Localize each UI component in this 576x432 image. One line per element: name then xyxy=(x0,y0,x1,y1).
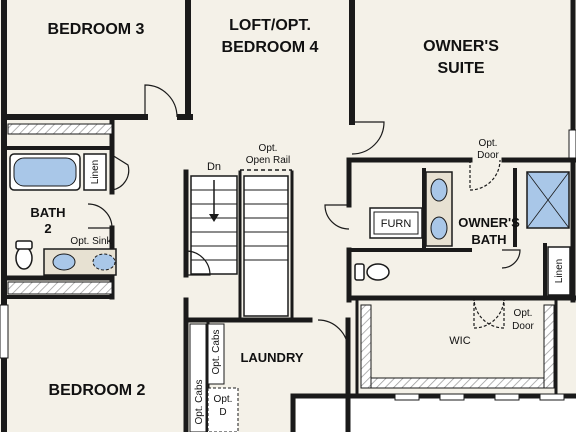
label-opt-d-line2: D xyxy=(219,407,226,418)
label-opt-door-wic-line1: Opt. xyxy=(514,308,533,319)
room-laundry: LAUNDRY xyxy=(240,350,303,365)
label-opt-open-rail-line1: Opt. xyxy=(259,143,278,154)
stair-down-arrow-icon xyxy=(209,214,219,222)
label-opt-sink: Opt. Sink xyxy=(70,236,112,247)
room-owners-suite-line1: OWNER'S xyxy=(423,38,499,55)
opt-dryer xyxy=(207,387,239,432)
opt-cabs-2 xyxy=(207,323,225,385)
room-labels: BEDROOM 3 LOFT/OPT. BEDROOM 4 OWNER'S SU… xyxy=(30,17,520,399)
label-linen-owners: Linen xyxy=(554,259,565,283)
label-opt-cabs-1: Opt. Cabs xyxy=(194,379,205,424)
linen-closet-owner xyxy=(547,246,571,296)
label-opt-d-line1: Opt. xyxy=(214,394,233,405)
label-opt-open-rail-line2: Open Rail xyxy=(246,155,290,166)
annotation-labels: Linen Linen Opt. Sink Dn Opt. Open Rail … xyxy=(70,138,565,425)
linen-closet-bath2 xyxy=(83,153,107,191)
label-opt-door-top-line2: Door xyxy=(477,150,499,161)
room-loft-line2: BEDROOM 4 xyxy=(222,39,319,56)
label-opt-cabs-2: Opt. Cabs xyxy=(211,329,222,374)
closet-shelves xyxy=(7,123,555,389)
toilet-owner xyxy=(366,263,390,281)
label-furn: FURN xyxy=(381,218,412,230)
label-stair-dn: Dn xyxy=(207,161,221,173)
doors xyxy=(87,84,521,351)
label-linen-bath2: Linen xyxy=(90,160,101,184)
room-owners-bath-line1: OWNER'S xyxy=(458,215,520,230)
toilet-bath2 xyxy=(15,246,33,270)
opt-cabs-1 xyxy=(189,323,207,432)
room-owners-suite-line2: SUITE xyxy=(437,60,484,77)
windows xyxy=(0,129,576,401)
fixtures xyxy=(9,153,571,432)
room-bath2-line1: BATH xyxy=(30,205,65,220)
label-opt-door-top-line1: Opt. xyxy=(479,138,498,149)
room-loft-line1: LOFT/OPT. xyxy=(229,17,311,34)
label-opt-door-wic-line2: Door xyxy=(512,321,534,332)
room-owners-bath-line2: BATH xyxy=(471,232,506,247)
room-bedroom2: BEDROOM 2 xyxy=(49,382,146,399)
room-wic: WIC xyxy=(449,335,470,347)
exterior-area xyxy=(296,396,576,432)
room-bath2-line2: 2 xyxy=(44,221,51,236)
room-bedroom3: BEDROOM 3 xyxy=(48,21,145,38)
